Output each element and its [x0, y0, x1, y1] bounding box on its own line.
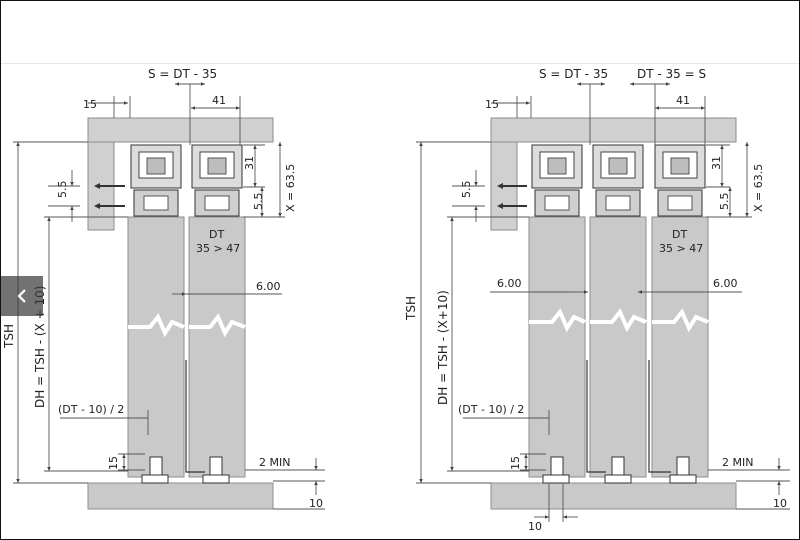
right-s-formula-2: DT - 35 = S [637, 67, 706, 81]
left-roller-profile-2 [191, 144, 243, 217]
right-floor [490, 482, 737, 510]
right-dt-label: DT [672, 228, 687, 241]
right-gap-right: 6.00 [713, 277, 738, 290]
left-top-track [87, 117, 274, 143]
left-dim-x: X = 63.5 [284, 164, 297, 212]
right-dim-41: 41 [676, 94, 690, 107]
right-min-gap: 2 MIN [722, 456, 753, 469]
right-roller-profile-1 [531, 144, 583, 217]
left-dim-5-5-right: 5.5 [252, 193, 265, 211]
right-door-panel-2 [589, 216, 647, 478]
right-dim-15-bottom: 15 [509, 456, 522, 470]
right-dim-5-5-left: 5.5 [460, 181, 473, 199]
right-roller-profile-2 [592, 144, 644, 217]
left-tsh: TSH [2, 324, 16, 349]
left-floor-10: 10 [309, 497, 323, 510]
viewer-top-bar [1, 1, 799, 64]
left-dim-5-5-left: 5.5 [56, 181, 69, 199]
right-s-formula: S = DT - 35 [539, 67, 608, 81]
left-dim-41: 41 [212, 94, 226, 107]
left-dim-31: 31 [243, 156, 256, 170]
chevron-left-icon [17, 289, 26, 303]
left-gap: 6.00 [256, 280, 281, 293]
left-floor [87, 482, 274, 510]
left-min-gap: 2 MIN [259, 456, 290, 469]
right-door-panel-1 [528, 216, 586, 478]
previous-image-button[interactable] [1, 276, 43, 316]
left-dt-range: 35 > 47 [196, 242, 240, 255]
right-dt-range: 35 > 47 [659, 242, 703, 255]
right-tsh: TSH [404, 296, 418, 321]
left-door-panel-2 [188, 216, 246, 478]
left-s-formula: S = DT - 35 [148, 67, 217, 81]
right-drawing: S = DT - 35 DT - 35 = S 15 41 31 X = 63.… [404, 67, 790, 533]
right-offset: (DT - 10) / 2 [458, 403, 524, 416]
right-dim-15: 15 [485, 98, 499, 111]
left-roller-profile-1 [130, 144, 182, 217]
right-dim-x: X = 63.5 [752, 164, 765, 212]
left-door-panel-1 [127, 216, 185, 478]
right-top-track [490, 117, 737, 143]
left-drawing: S = DT - 35 15 41 31 X = 63.5 5.5 5.5 DT… [2, 67, 325, 510]
left-dh: DH = TSH - (X + 10) [33, 286, 47, 408]
left-dim-15: 15 [83, 98, 97, 111]
right-dim-5-5-right: 5.5 [718, 193, 731, 211]
right-dim-31: 31 [710, 156, 723, 170]
left-dim-15-bottom: 15 [107, 456, 120, 470]
left-offset: (DT - 10) / 2 [58, 403, 124, 416]
left-dt-label: DT [209, 228, 224, 241]
right-gap-left: 6.00 [497, 277, 522, 290]
right-floor-10: 10 [773, 497, 787, 510]
right-bottom-10: 10 [528, 520, 542, 533]
right-door-panel-3 [651, 216, 709, 478]
right-dh: DH = TSH - (X+10) [436, 290, 450, 405]
right-roller-profile-3 [654, 144, 706, 217]
